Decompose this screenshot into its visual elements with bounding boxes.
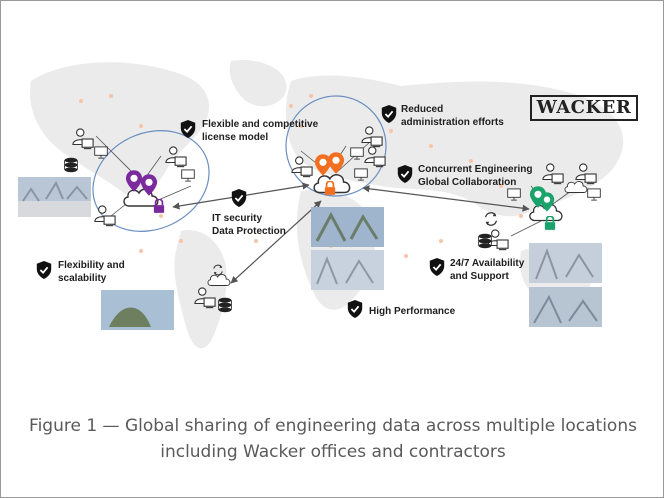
shield-check-icon	[430, 258, 444, 276]
caption-line-1: Figure 1 — Global sharing of engineering…	[1, 413, 664, 439]
figure-caption: Figure 1 — Global sharing of engineering…	[1, 413, 664, 465]
shield-check-icon	[348, 300, 362, 318]
shield-check-icon	[37, 261, 51, 279]
shield-check-icon	[232, 189, 246, 207]
label-performance: High Performance	[369, 305, 455, 318]
caption-line-2: including Wacker offices and contractors	[1, 439, 664, 465]
collaboration-diagram	[1, 1, 664, 401]
wacker-logo: WACKER	[530, 95, 638, 121]
